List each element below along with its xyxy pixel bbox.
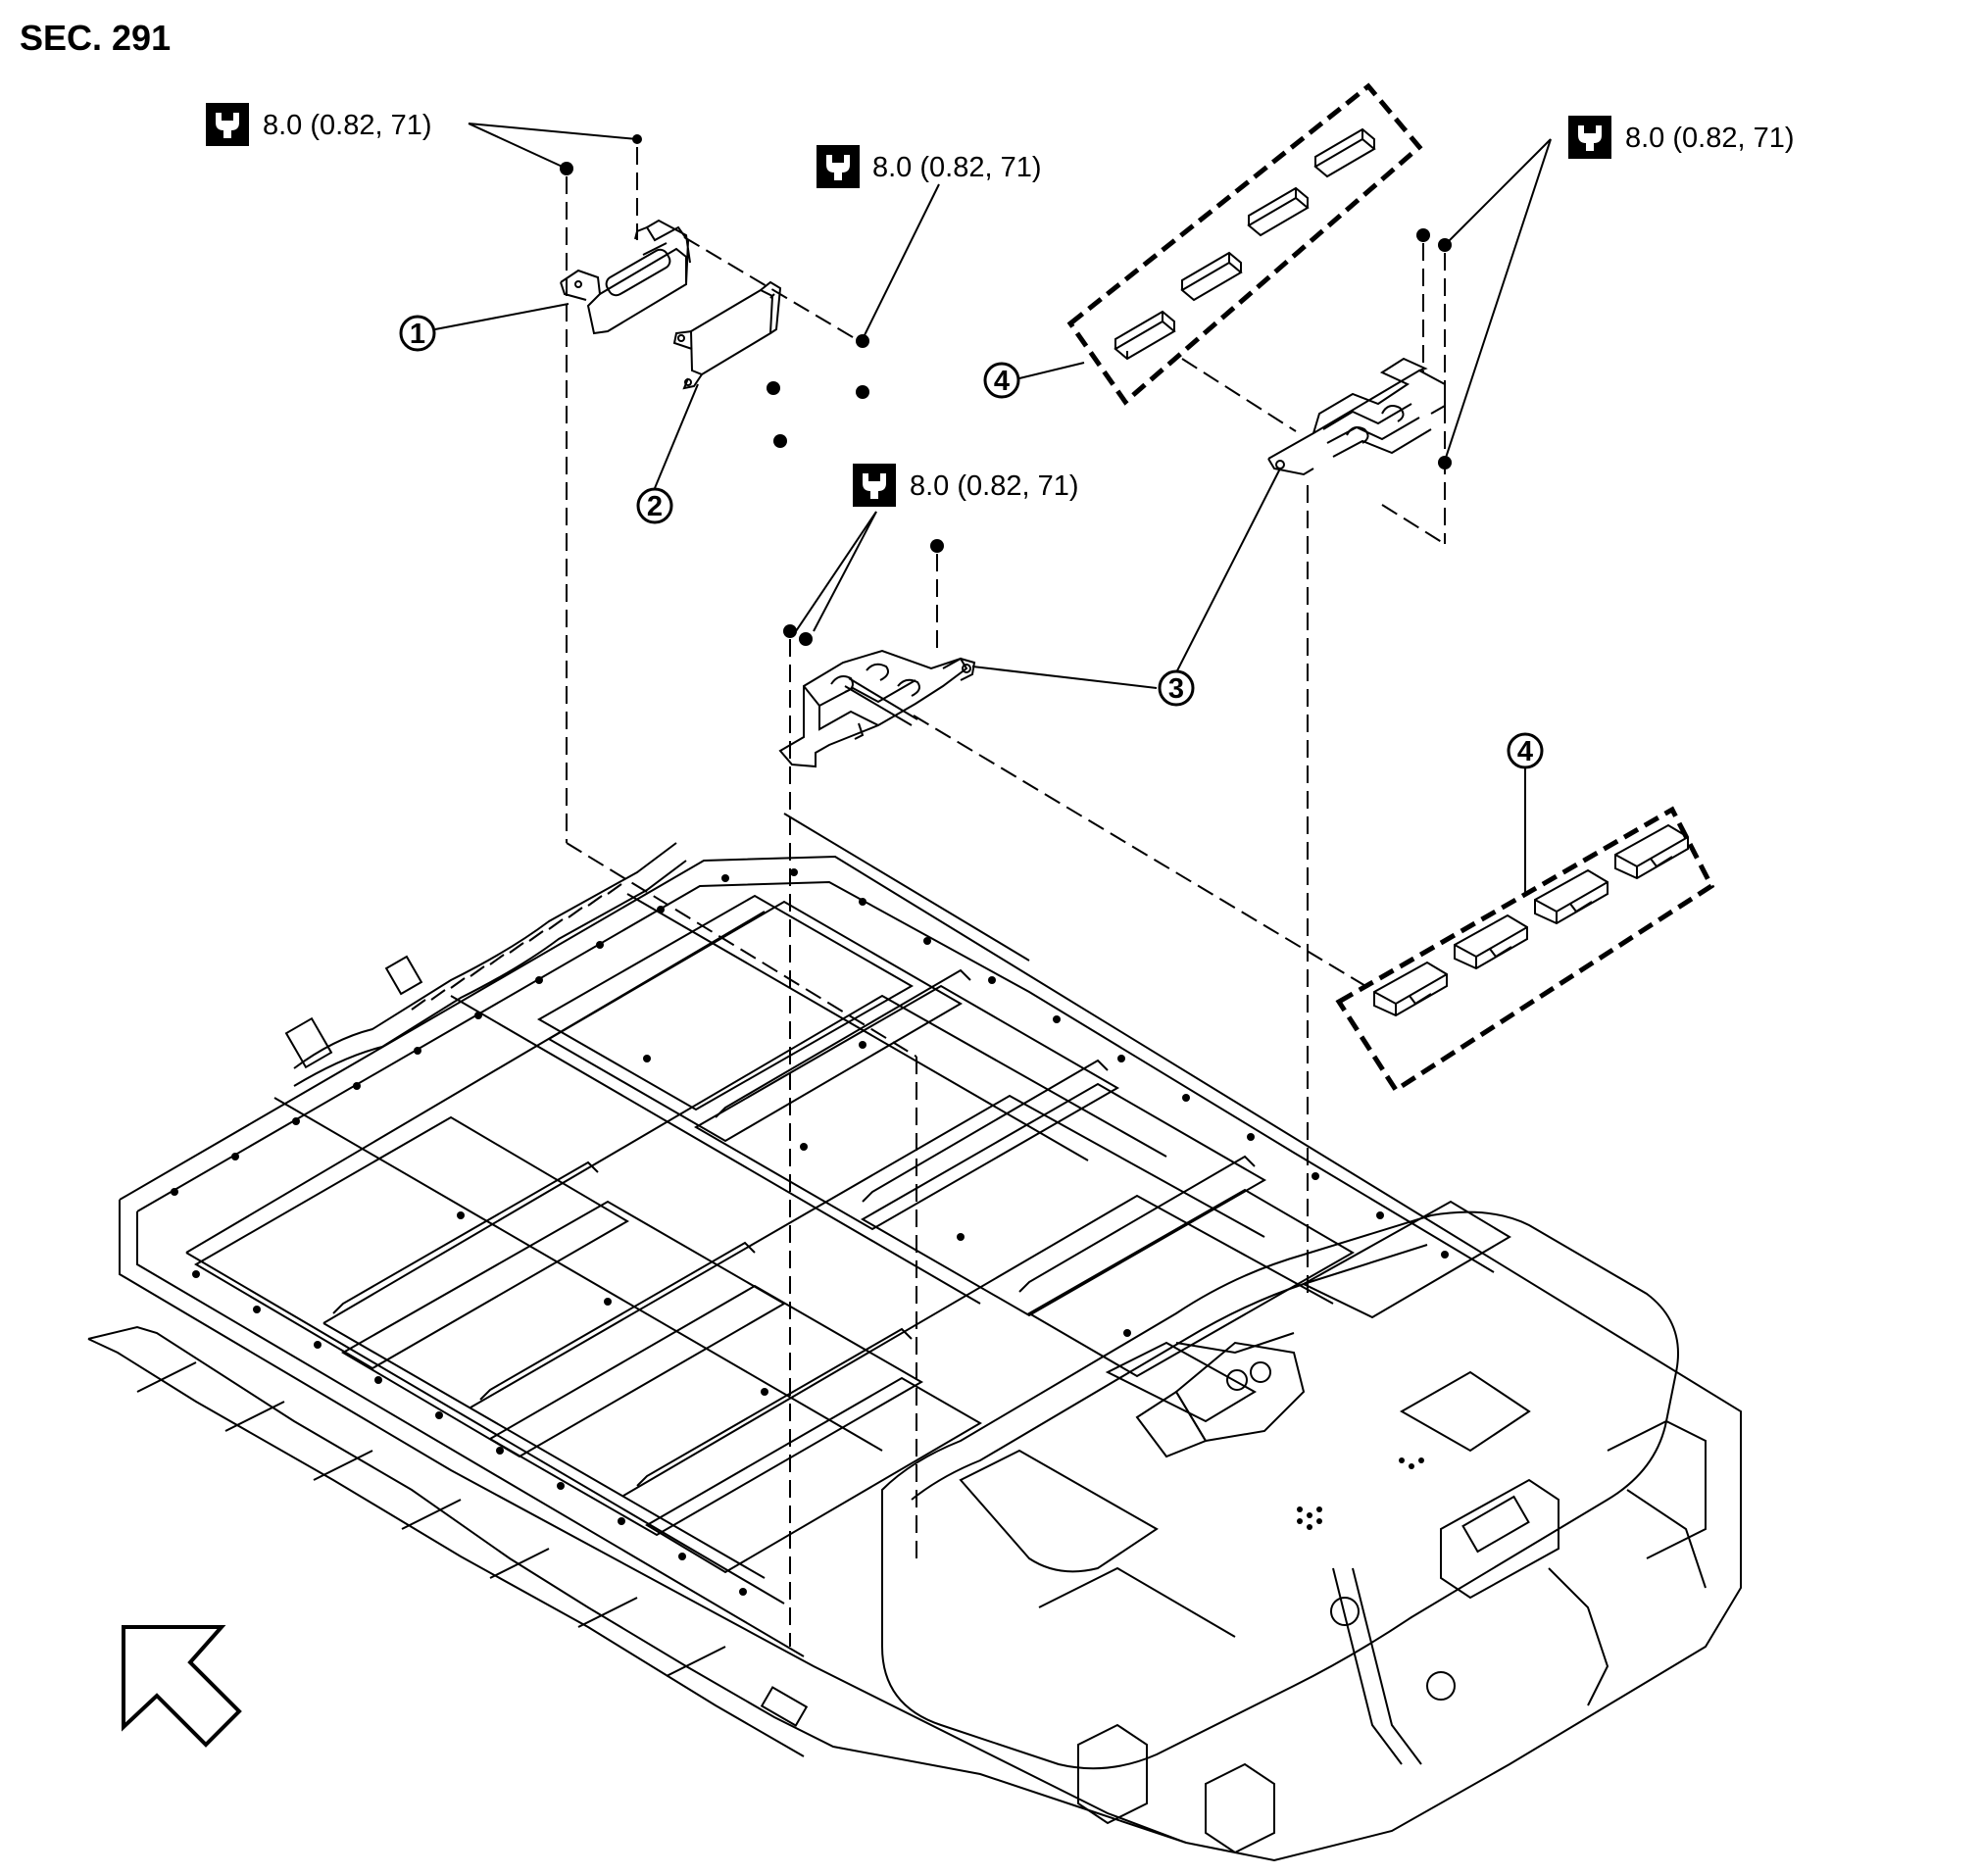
callout-number: 4 — [994, 366, 1010, 397]
frame-bolts — [171, 868, 1449, 1596]
callout-number: 4 — [1517, 736, 1533, 767]
section-label: SEC. 291 — [20, 18, 172, 58]
front-direction-arrow-icon — [122, 1625, 242, 1748]
callout-1: 1 — [399, 303, 569, 352]
torque-spec-text: 8.0 (0.82, 71) — [1625, 123, 1795, 154]
callout-number: 1 — [410, 319, 425, 350]
torque-wrench-icon — [1568, 116, 1611, 159]
torque-wrench-icon — [853, 464, 896, 507]
torque-spec-top-center: 8.0 (0.82, 71) — [817, 145, 1042, 340]
battery-pack-assembly — [87, 813, 1742, 1862]
bracket-component-1 — [560, 219, 691, 335]
sensor-set-component-4-right — [1335, 806, 1715, 1094]
torque-wrench-icon — [817, 145, 860, 188]
torque-spec-middle: 8.0 (0.82, 71) — [795, 464, 1079, 632]
torque-spec-text: 8.0 (0.82, 71) — [872, 152, 1042, 183]
callout-2: 2 — [636, 383, 699, 524]
bracket-component-3-upper — [1267, 357, 1446, 476]
torque-wrench-icon — [206, 103, 249, 146]
torque-spec-top-right: 8.0 (0.82, 71) — [1444, 116, 1795, 462]
bracket-component-3-lower — [778, 649, 976, 768]
torque-spec-text: 8.0 (0.82, 71) — [910, 470, 1079, 502]
torque-spec-top-left: 8.0 (0.82, 71) — [206, 103, 638, 170]
callout-3: 3 — [971, 468, 1281, 707]
torque-spec-text: 8.0 (0.82, 71) — [263, 110, 432, 141]
callout-4-top: 4 — [983, 362, 1085, 399]
sensor-set-component-4-top — [1066, 82, 1423, 406]
callout-number: 3 — [1168, 673, 1184, 705]
fasteners — [560, 134, 1452, 646]
callout-number: 2 — [647, 491, 663, 522]
callout-4-right: 4 — [1507, 732, 1544, 894]
control-unit-component-2 — [672, 280, 782, 390]
